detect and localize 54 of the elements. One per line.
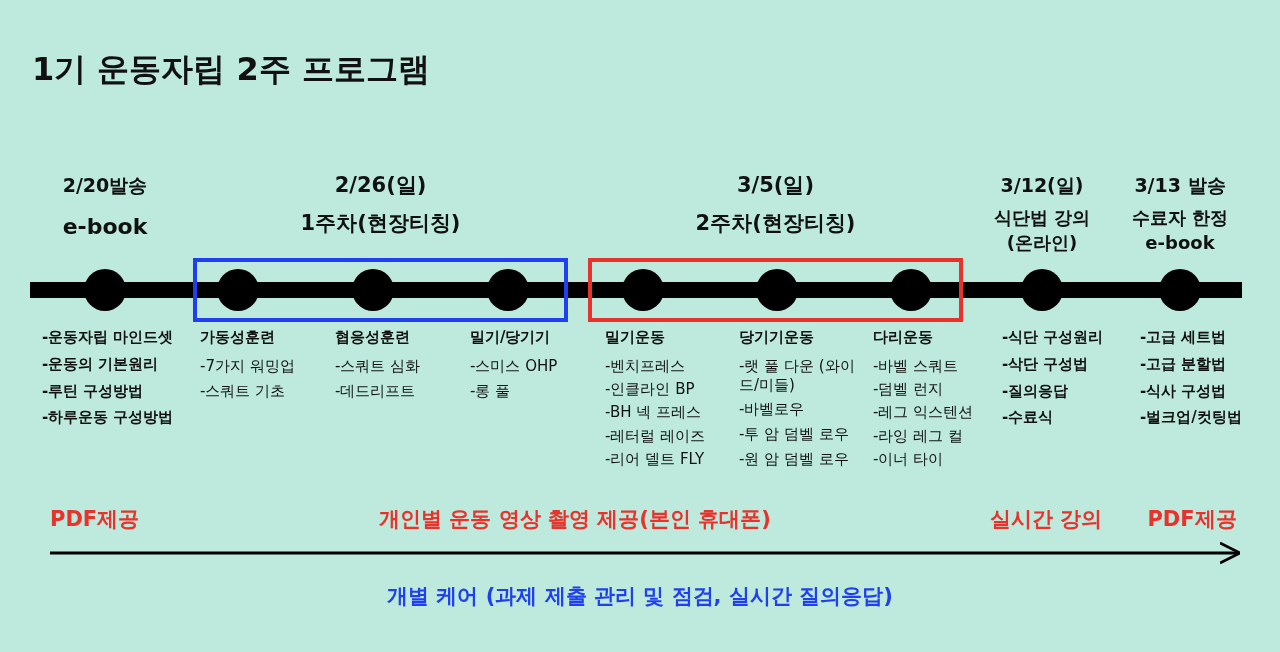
topic-heading: e-book xyxy=(61,213,149,241)
list-item: -스쿼트 기초 xyxy=(200,381,286,401)
service-label: 실시간 강의 xyxy=(988,506,1104,533)
list-item: -투 암 덤벨 로우 xyxy=(739,425,849,444)
list-item: -BH 넥 프레스 xyxy=(605,403,701,422)
list-item: -스미스 OHP xyxy=(470,356,558,376)
category-heading: 가동성훈련 xyxy=(200,328,275,347)
service-label: PDF제공 xyxy=(1146,506,1238,533)
category-heading: 다리운동 xyxy=(873,328,933,347)
topic-heading: 수료자 한정 e-book xyxy=(1130,206,1230,256)
list-item: -루틴 구성방법 xyxy=(42,381,144,401)
list-item: -레터럴 레이즈 xyxy=(605,426,706,446)
list-item: -하루운동 구성방법 xyxy=(42,408,174,427)
list-item: -스쿼트 심화 xyxy=(335,356,421,376)
service-label: 개인별 운동 영상 촬영 제공(본인 휴대폰) xyxy=(378,506,772,533)
list-item: -인클라인 BP xyxy=(605,380,695,399)
list-item: -수료식 xyxy=(1002,408,1054,427)
category-heading: 협응성훈련 xyxy=(335,328,410,347)
list-item: -운동자립 마인드셋 xyxy=(42,328,174,347)
list-item: -랫 풀 다운 (와이드/미들) xyxy=(739,356,856,395)
list-item: -고급 분할법 xyxy=(1140,354,1227,374)
list-item: -리어 델트 FLY xyxy=(605,449,705,469)
list-item: -원 암 덤벨 로우 xyxy=(739,449,849,469)
list-item: -7가지 워밍업 xyxy=(200,356,295,376)
title: 1기 운동자립 2주 프로그램 xyxy=(32,49,430,90)
topic-heading: 식단법 강의 (온라인) xyxy=(992,206,1092,256)
week-heading: 1주차(현장티칭) xyxy=(299,210,462,237)
list-item: -식사 구성법 xyxy=(1140,381,1227,401)
service-label: PDF제공 xyxy=(50,506,141,533)
list-item: -벌크업/컷팅법 xyxy=(1140,408,1242,427)
list-item: -덤벨 런지 xyxy=(873,380,944,399)
list-item: -바벨로우 xyxy=(739,400,805,419)
category-heading: 밀기/당기기 xyxy=(470,328,551,347)
date-label: 3/13 발송 xyxy=(1133,173,1227,198)
list-item: -운동의 기본원리 xyxy=(42,354,159,374)
list-item: -레그 익스텐션 xyxy=(873,403,974,422)
list-item: -데드리프트 xyxy=(335,381,416,401)
list-item: -롱 풀 xyxy=(470,381,511,401)
note: 개별 케어 (과제 제출 관리 및 점검, 실시간 질의응답) xyxy=(386,583,894,610)
category-heading: 당기기운동 xyxy=(739,328,814,347)
date-label: 3/12(일) xyxy=(999,173,1085,198)
list-item: -삭단 구성법 xyxy=(1002,354,1089,374)
list-item: -이너 타이 xyxy=(873,449,944,469)
date-label: 2/20발송 xyxy=(61,173,149,198)
date-label: 3/5(일) xyxy=(735,172,816,199)
list-item: -고급 세트법 xyxy=(1140,328,1227,347)
list-item: -바벨 스쿼트 xyxy=(873,356,959,376)
list-item: -식단 구성원리 xyxy=(1002,328,1104,347)
list-item: -라잉 레그 컬 xyxy=(873,426,963,446)
date-label: 2/26(일) xyxy=(333,172,428,199)
category-heading: 밀기운동 xyxy=(605,328,665,347)
list-item: -벤치프레스 xyxy=(605,356,686,376)
week-heading: 2주차(현장티칭) xyxy=(694,210,857,237)
list-item: -질의응답 xyxy=(1002,381,1069,401)
